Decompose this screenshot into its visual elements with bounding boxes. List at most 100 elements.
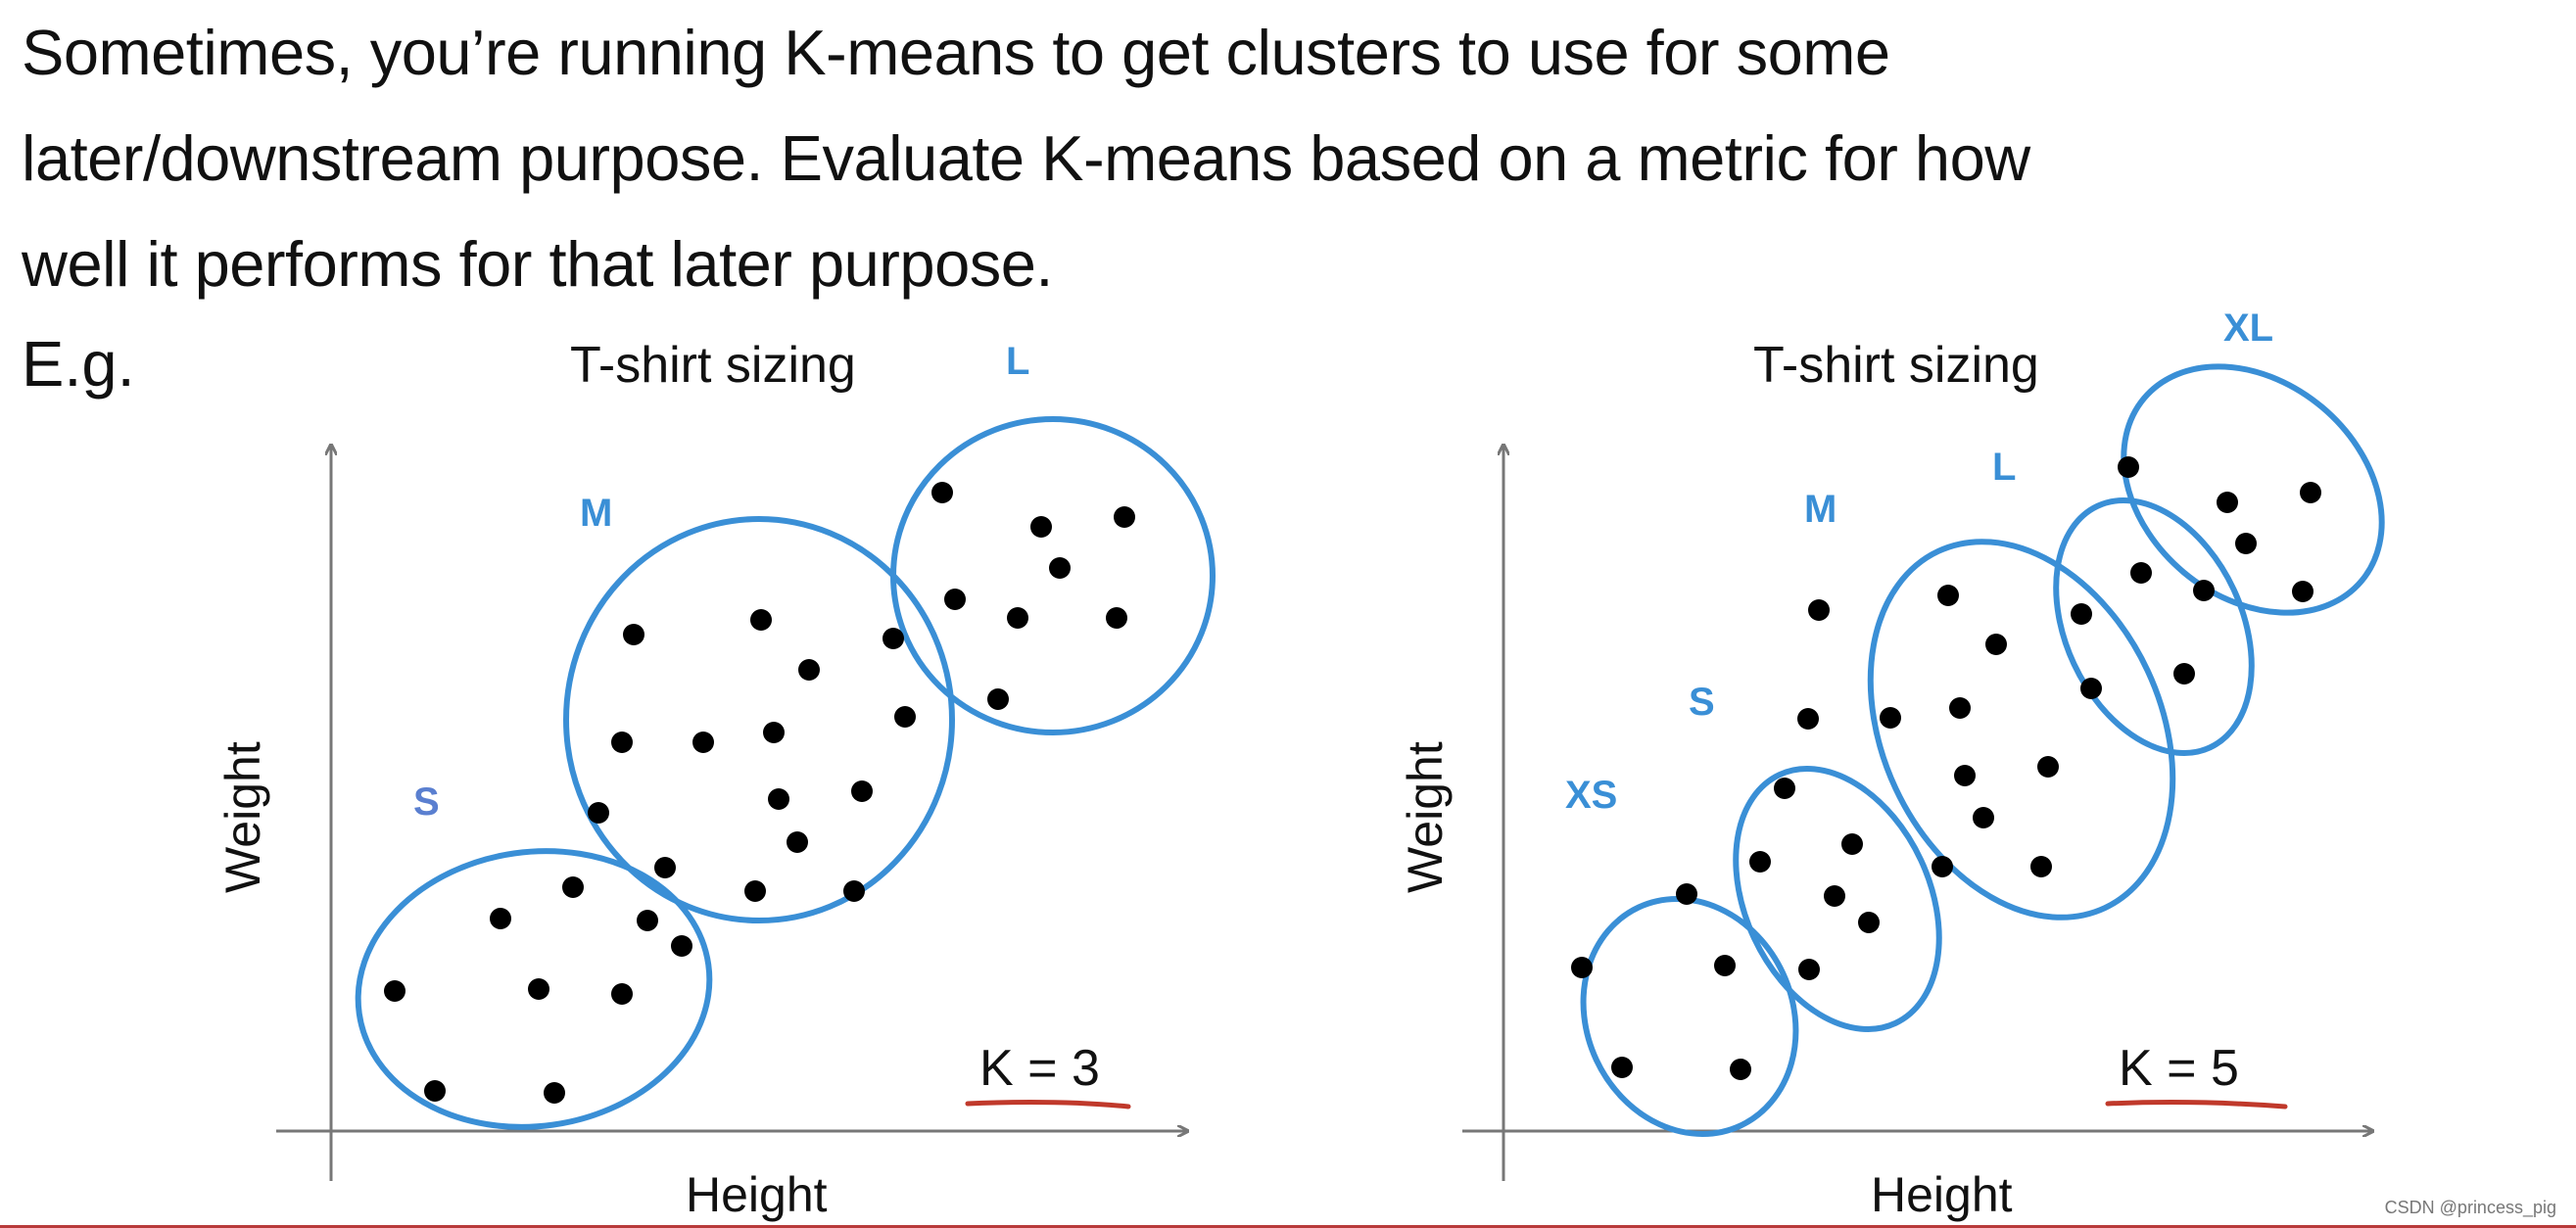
left-cluster-m-label: M (580, 492, 612, 535)
data-point (637, 910, 658, 931)
data-point (1808, 599, 1830, 621)
left-x-axis-label: Height (686, 1167, 828, 1222)
left-points (384, 482, 1135, 1104)
left-k-underline (965, 1100, 1131, 1110)
data-point (623, 624, 644, 645)
data-point (2118, 456, 2139, 478)
data-point (1985, 634, 2007, 655)
data-point (2080, 678, 2102, 699)
data-point (528, 978, 549, 1000)
data-point (562, 876, 584, 898)
data-point (2193, 580, 2215, 601)
data-point (2037, 756, 2059, 778)
data-point (763, 722, 785, 743)
data-point (1714, 955, 1736, 976)
data-point (1774, 778, 1795, 799)
data-point (1049, 557, 1071, 579)
right-y-axis-label: Weight (1398, 741, 1453, 893)
data-point (671, 935, 692, 957)
data-point (692, 732, 714, 753)
data-point (1841, 833, 1863, 855)
data-point (1676, 883, 1697, 905)
right-x-axis-label: Height (1871, 1167, 2013, 1222)
data-point (384, 980, 405, 1002)
data-point (2235, 533, 2257, 554)
data-point (987, 688, 1009, 710)
right-cluster-xl-label: XL (2223, 307, 2273, 350)
left-panel-title: T-shirt sizing (570, 337, 856, 394)
right-cluster-xs-outline (1580, 896, 1799, 1137)
right-cluster-s-outline (1733, 766, 1942, 1032)
data-point (654, 857, 676, 878)
data-point (744, 880, 766, 902)
data-point (1611, 1057, 1633, 1078)
data-point (1797, 708, 1819, 730)
data-point (883, 628, 904, 649)
data-point (1730, 1059, 1751, 1080)
data-point (1798, 959, 1820, 980)
right-cluster-m-label: M (1804, 488, 1837, 531)
data-point (1106, 607, 1127, 629)
data-point (1749, 851, 1771, 873)
data-point (843, 880, 865, 902)
data-point (424, 1080, 446, 1102)
text-line-2: later/downstream purpose. Evaluate K-mea… (22, 122, 2030, 194)
right-k-label: K = 5 (2119, 1040, 2239, 1097)
data-point (1932, 856, 1953, 877)
data-point (931, 482, 953, 503)
text-line-1: Sometimes, you’re running K-means to get… (22, 17, 1890, 88)
data-point (851, 780, 873, 802)
data-point (944, 589, 966, 610)
data-point (1571, 957, 1593, 978)
data-point (2071, 603, 2092, 625)
data-point (2173, 663, 2195, 685)
right-points (1571, 456, 2321, 1080)
data-point (611, 983, 633, 1005)
data-point (1973, 807, 1994, 828)
right-cluster-s-label: S (1689, 681, 1715, 724)
data-point (490, 908, 511, 929)
left-k-label: K = 3 (979, 1040, 1100, 1097)
bottom-rule (0, 1225, 2576, 1228)
data-point (787, 831, 808, 853)
example-label: E.g. (22, 328, 135, 400)
left-cluster-s-label: S (413, 780, 440, 824)
slide-body-text: Sometimes, you’re running K-means to get… (22, 0, 2568, 317)
data-point (1949, 697, 1971, 719)
data-point (894, 706, 916, 728)
data-point (2130, 562, 2152, 584)
right-cluster-l-label: L (1992, 446, 2016, 489)
left-cluster-m-outline (563, 516, 955, 923)
data-point (750, 609, 772, 631)
right-cluster-xl-outline (2121, 363, 2385, 616)
data-point (1824, 885, 1845, 907)
data-point (611, 732, 633, 753)
data-point (1114, 506, 1135, 528)
left-y-axis-label: Weight (215, 741, 270, 893)
data-point (2217, 492, 2238, 513)
right-cluster-xs-label: XS (1565, 774, 1617, 817)
data-point (588, 802, 609, 824)
data-point (1007, 607, 1028, 629)
right-cluster-m-outline (1867, 539, 2176, 921)
data-point (2300, 482, 2321, 503)
data-point (1954, 765, 1976, 786)
data-point (2030, 856, 2052, 877)
data-point (1858, 912, 1880, 933)
left-panel: T-shirt sizing Height Weight S M L (215, 337, 1216, 1222)
data-point (1937, 585, 1959, 606)
data-point (544, 1082, 565, 1104)
data-point (768, 788, 789, 810)
data-point (798, 659, 820, 681)
left-cluster-l-label: L (1006, 340, 1029, 383)
data-point (2292, 581, 2314, 602)
data-point (1880, 707, 1901, 729)
right-panel-title: T-shirt sizing (1753, 337, 2039, 394)
watermark: CSDN @princess_pig (2384, 1198, 2556, 1217)
left-cluster-l-outline (890, 416, 1216, 735)
right-panel: T-shirt sizing Height Weight XS S M L XL (1398, 307, 2385, 1222)
data-point (1030, 516, 1052, 538)
left-cluster-s-outline (355, 848, 713, 1130)
text-line-3: well it performs for that later purpose. (22, 228, 1053, 300)
